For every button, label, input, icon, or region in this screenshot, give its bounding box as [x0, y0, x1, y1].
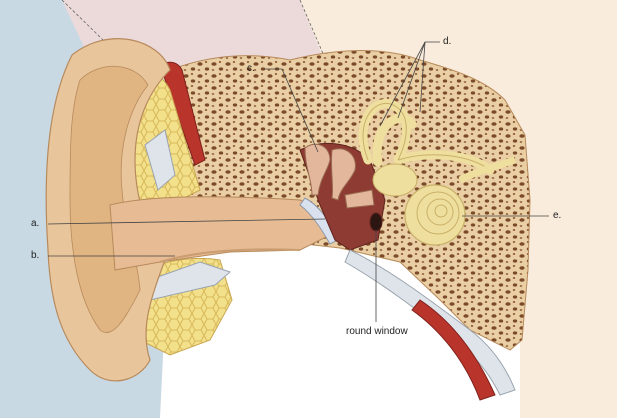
label-a: a.: [31, 218, 40, 229]
cartilage-upper: [144, 129, 176, 191]
label-e: e.: [553, 210, 562, 221]
ossicle-incus: [330, 148, 356, 201]
vestibule: [372, 163, 418, 197]
cochlea: [404, 184, 466, 246]
label-round-window: round window: [346, 326, 408, 337]
eustachian-tube: [344, 249, 516, 396]
cochlear-nerve: [458, 156, 517, 184]
ossicle-malleus: [304, 143, 331, 196]
tympanic-membrane: [299, 197, 339, 245]
ossicle-stapes: [344, 189, 375, 209]
label-b: b.: [31, 250, 40, 261]
muscle-strip-lower: [411, 299, 496, 401]
leader-lines: [47, 41, 549, 322]
label-c: c.: [247, 63, 255, 74]
ear-canal-floor: [159, 248, 301, 263]
round-window: [369, 212, 383, 232]
label-d: d.: [443, 36, 452, 47]
ear-canal: [109, 196, 331, 271]
